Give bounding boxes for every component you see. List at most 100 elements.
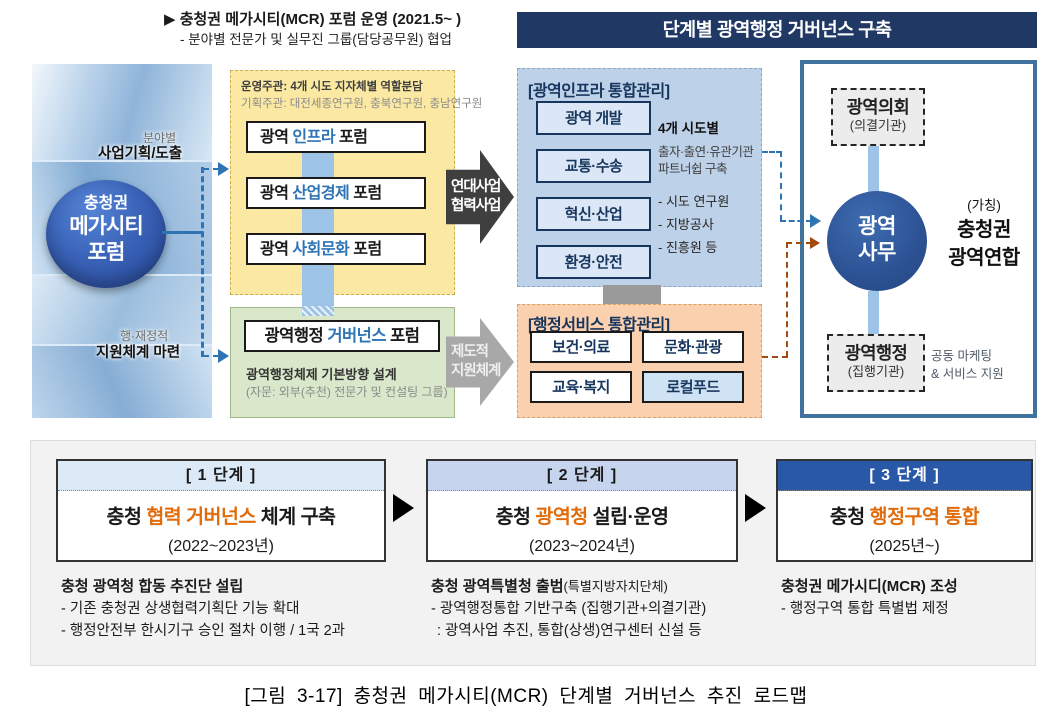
forum-text-em: 인프라 xyxy=(292,129,336,146)
stage-arrow-icon xyxy=(393,494,414,522)
forum-text: 포럼 xyxy=(335,129,368,146)
forum-text: 광역 xyxy=(260,185,293,202)
forum-note-title: ▶ 충청권 메가시티(MCR) 포럼 운영 (2021.5~ ) xyxy=(164,11,462,28)
stage-title-em: 협력 거버넌스 xyxy=(146,506,256,528)
arrowhead-icon xyxy=(218,162,229,176)
infra-box-title: [광역인프라 통합관리] xyxy=(528,83,670,100)
service-item-localfood: 로컬푸드 xyxy=(642,371,744,403)
stage-title-text: 충청 xyxy=(106,506,147,528)
regional-union-panel: 광역의회 (의결기관) 광역 사무 광역행정 (집행기관) (가칭) 충청권 광… xyxy=(800,60,1037,418)
stage3-title: 충청 행정구역 통합 xyxy=(778,500,1031,529)
arrow-text: 지원체계 xyxy=(451,363,501,379)
photo-strip xyxy=(32,346,212,418)
gray-connector-bar xyxy=(603,285,661,305)
infra-item-innovation: 혁신·산업 xyxy=(536,197,651,231)
service-management-box: [행정서비스 통합관리] 보건·의료 문화·관광 교육·복지 로컬푸드 xyxy=(517,304,762,418)
connector-dashed-line xyxy=(786,242,812,244)
stage3-notes: 충청권 메가시디(MCR) 조성 - 행정구역 통합 특별법 제정 xyxy=(781,575,958,620)
forum-text: 포럼 xyxy=(349,185,382,202)
forum-item-industry: 광역 산업경제 포럼 xyxy=(246,177,426,209)
lead-text: 충청 광역특별청 출범 xyxy=(431,578,564,595)
circle-line: 포럼 xyxy=(87,241,126,264)
vertical-connector xyxy=(868,291,879,335)
forum-note-subtitle: - 분야별 전문가 및 실무진 그룹(담당공무원) 협업 xyxy=(180,32,452,47)
connector-dashed-line xyxy=(203,168,219,170)
council-title: 광역의회 xyxy=(846,97,910,117)
governance-forum-box: 광역행정 거버넌스 포럼 광역행정체제 기본방향 설계 (자문: 외부(추천) … xyxy=(230,307,455,418)
label-sector-bold: 사업기획/도출 xyxy=(98,146,183,162)
governance-forum-title: 광역행정 거버넌스 포럼 xyxy=(244,320,440,352)
vertical-connector xyxy=(868,146,879,192)
union-name-line1: 충청권 xyxy=(957,219,1011,241)
union-note-line1: 공동 마케팅 xyxy=(931,349,992,363)
governance-line1: 광역행정체제 기본방향 설계 xyxy=(246,367,397,382)
label-sector-small: 분야별 xyxy=(143,131,177,145)
stage2-header: [ 2 단계 ] xyxy=(428,461,736,491)
gov-text: 광역행정 xyxy=(264,327,328,345)
connector-dashed-line xyxy=(201,167,204,357)
union-alias: (가칭) xyxy=(967,198,1001,213)
stage-title-em: 광역청 xyxy=(535,506,588,528)
service-box-title: [행정서비스 통합관리] xyxy=(528,317,670,334)
regional-affairs-circle: 광역 사무 xyxy=(827,191,927,291)
stage-title-em: 행정구역 통합 xyxy=(869,506,980,528)
stage-arrow-icon xyxy=(745,494,766,522)
arrow-text: 연대사업 xyxy=(451,179,501,195)
council-subtitle: (의결기관) xyxy=(849,118,907,133)
connector-dashed-line xyxy=(762,151,782,153)
stage-title-text: 체계 구축 xyxy=(255,506,336,528)
stage3-header: [ 3 단계 ] xyxy=(778,461,1031,491)
forum-text-em: 산업경제 xyxy=(292,185,350,202)
roadmap-section: [ 1 단계 ] 충청 협력 거버넌스 체계 구축 (2022~2023년) 충… xyxy=(30,440,1036,666)
stage2-bullet: - 광역행정통합 기반구축 (집행기관+의결기관) xyxy=(431,601,707,617)
vertical-connector-bar xyxy=(302,128,334,306)
circle-line: 충청권 xyxy=(83,195,129,212)
forum-item-infra: 광역 인프라 포럼 xyxy=(246,121,426,153)
stage1-bullet: - 행정안전부 한시기구 승인 절차 이행 / 1국 2과 xyxy=(61,623,345,639)
stage1-lead: 충청 광역청 합동 추진단 설립 xyxy=(61,575,345,598)
forum-text: 광역 xyxy=(260,129,293,146)
admin-box: 광역행정 (집행기관) xyxy=(827,334,925,392)
arrow-text: 협력사업 xyxy=(451,198,501,214)
infra-item-transport: 교통·수송 xyxy=(536,149,651,183)
stage2-period: (2023~2024년) xyxy=(529,538,635,555)
forum-operator-line: 운영주관: 4개 시도 지자체별 역할분담 xyxy=(241,81,423,93)
stage-title-text: 설립·운영 xyxy=(587,506,669,528)
union-name-line2: 광역연합 xyxy=(948,247,1020,269)
connector-dashed-line xyxy=(762,356,788,358)
admin-subtitle: (집행기관) xyxy=(847,364,905,379)
lead-sub-text: (특별지방자치단체) xyxy=(563,579,668,594)
infra-list-item: - 시도 연구원 xyxy=(658,194,730,209)
gov-text: 포럼 xyxy=(386,327,420,345)
infra-list-item: - 진흥원 등 xyxy=(658,240,718,255)
circle-line: 광역 xyxy=(858,215,896,238)
stage2-box: [ 2 단계 ] 충청 광역청 설립·운영 (2023~2024년) xyxy=(426,459,738,562)
forum-item-culture: 광역 사회문화 포럼 xyxy=(246,233,426,265)
infra-side-bold: 4개 시도별 xyxy=(658,121,719,136)
stage2-title: 충청 광역청 설립·운영 xyxy=(428,500,736,529)
stage3-period: (2025년~) xyxy=(869,538,940,555)
arrowhead-icon xyxy=(810,237,820,249)
stage3-lead: 충청권 메가시디(MCR) 조성 xyxy=(781,575,958,598)
stage1-notes: 충청 광역청 합동 추진단 설립 - 기존 충청권 상생협력기획단 기능 확대 … xyxy=(61,575,345,642)
vertical-connector-bar-tip xyxy=(302,306,334,316)
lead-text: 충청권 메가시디(MCR) 조성 xyxy=(781,578,958,595)
arrow-text: 제도적 xyxy=(451,344,489,360)
stage2-notes: 충청 광역특별청 출범(특별지방자치단체) - 광역행정통합 기반구축 (집행기… xyxy=(431,575,706,642)
stage1-header: [ 1 단계 ] xyxy=(58,461,384,491)
connector-line xyxy=(162,231,203,234)
forum-planner-line: 기획주관: 대전세종연구원, 충북연구원, 충남연구원 xyxy=(241,98,483,110)
label-admin-bold: 지원체계 마련 xyxy=(96,345,181,361)
infra-item-development: 광역 개발 xyxy=(536,101,651,135)
photo-strip xyxy=(32,64,212,160)
figure-caption: [그림 3-17] 충청권 메가시티(MCR) 단계별 거버넌스 추진 로드맵 xyxy=(244,686,808,707)
connector-dashed-line xyxy=(786,242,788,357)
forum-group-box: 운영주관: 4개 시도 지자체별 역할분담 기획주관: 대전세종연구원, 충북연… xyxy=(230,70,482,295)
forum-text-em: 사회문화 xyxy=(292,241,350,258)
circle-line: 사무 xyxy=(858,241,896,264)
right-section-header: 단계별 광역행정 거버넌스 구축 xyxy=(517,12,1037,48)
